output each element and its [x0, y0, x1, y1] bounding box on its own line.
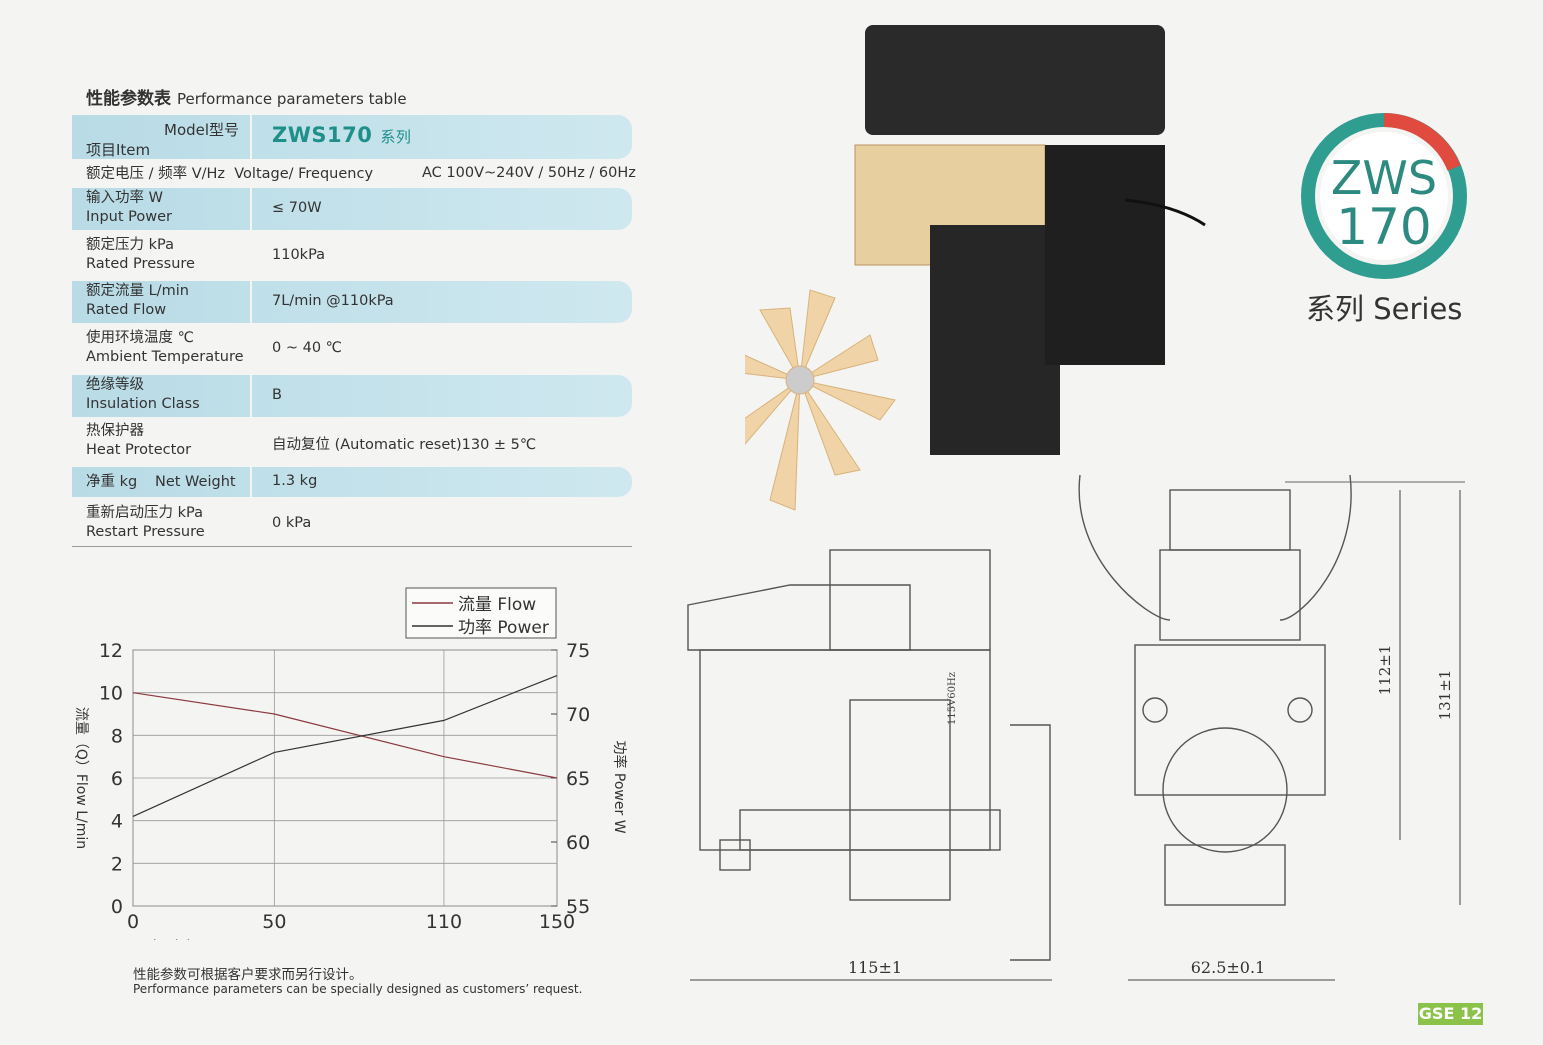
power-series-line: [132, 675, 558, 817]
badge-series-label: 系列 Series: [1306, 292, 1463, 326]
y-tick-label: 4: [111, 811, 123, 833]
right-tick-label: 65: [566, 768, 590, 790]
y-tick-label: 6: [111, 768, 123, 790]
motor-photo: [745, 25, 1206, 511]
x-axis-title: 压力（P）Pressure kPa: [133, 938, 297, 940]
right-tick-label: 75: [566, 640, 590, 662]
badge-line1: ZWS: [1331, 151, 1437, 205]
x-tick-label: 50: [262, 911, 286, 933]
net-weight-row: 净重 kg Net Weight 1.3 kg: [72, 467, 632, 497]
row-label-en: Heat Protector: [86, 442, 192, 458]
row-label-cn: 输入功率 W: [86, 190, 163, 206]
row-label-cn: 使用环境温度 ℃: [86, 330, 194, 346]
restart-pressure-row: 重新启动压力 kPa Restart Pressure 0 kPa: [86, 505, 312, 540]
label-plate-text: 115V60Hz: [947, 672, 958, 725]
zws170-badge: ZWS 170: [1301, 113, 1467, 279]
param-row: 热保护器 Heat Protector 自动复位 (Automatic reset)…: [72, 421, 632, 463]
table-bottom-rule: [72, 546, 632, 547]
flow-series-line: [132, 692, 558, 779]
x-tick-label: 150: [539, 911, 575, 933]
row-value: 7L/min @110kPa: [272, 293, 394, 309]
y-tick-label: 2: [111, 853, 123, 875]
note-en: Performance parameters can be specially …: [133, 982, 583, 996]
right-tick-label: 55: [566, 896, 590, 918]
right-tick-label: 70: [566, 704, 590, 726]
item-label: 项目Item: [86, 141, 151, 159]
side-view-drawing: 115V60Hz 115±1: [687, 549, 1052, 981]
row-label-en: Insulation Class: [86, 396, 200, 412]
param-row: 使用环境温度 ℃ Ambient Temperature 0 ~ 40 ℃: [72, 328, 632, 370]
legend-box: [405, 587, 557, 639]
dimension-62-5: 62.5±0.1: [1191, 958, 1265, 977]
right-axis-title: 功率 Power W: [611, 740, 628, 833]
note-cn: 性能参数可根据客户要求而另行设计。: [133, 967, 363, 983]
dimension-115: 115±1: [848, 958, 902, 977]
right-tick-label: 60: [566, 832, 590, 854]
legend-label: 流量 Flow: [458, 595, 536, 615]
y-tick-label: 12: [99, 640, 123, 662]
row-label-en: Ambient Temperature: [86, 349, 244, 365]
row-label-cn: 热保护器: [86, 423, 144, 439]
row-label-en: Input Power: [86, 209, 172, 225]
param-row: 绝缘等级 Insulation Class B: [72, 375, 632, 417]
model-label: Model型号: [164, 121, 240, 139]
y-tick-label: 0: [111, 896, 123, 918]
row-value: B: [272, 387, 282, 403]
dimension-112: 112±1: [1376, 645, 1394, 696]
x-tick-label: 110: [426, 911, 462, 933]
dimension-131: 131±1: [1436, 670, 1454, 721]
x-tick-label: 0: [127, 911, 139, 933]
page-number: GSE 12: [1418, 1003, 1483, 1025]
y-tick-label: 10: [99, 683, 123, 705]
row-value: 0 ~ 40 ℃: [272, 340, 342, 356]
row-label-en: Rated Flow: [86, 302, 167, 318]
row-label-cn: 额定流量 L/min: [86, 283, 189, 299]
row-label-cn: 绝缘等级: [86, 377, 144, 393]
row-value: 110kPa: [272, 247, 326, 263]
row-value: ≤ 70W: [272, 200, 322, 216]
y-tick-label: 8: [111, 725, 123, 747]
legend-label: 功率 Power: [458, 618, 549, 638]
row-label-en: Rated Pressure: [86, 256, 195, 272]
front-view-drawing: 112±1 131±1 62.5±0.1: [1078, 474, 1465, 981]
param-row: 输入功率 W Input Power ≤ 70W: [72, 188, 632, 230]
badge-line2: 170: [1336, 198, 1431, 256]
row-label-cn: 额定压力 kPa: [86, 237, 174, 253]
row-value: 自动复位 (Automatic reset)130 ± 5℃: [272, 437, 537, 453]
y-axis-title: 流量（Q）Flow L/min: [73, 707, 89, 849]
voltage-row: 额定电压 / 频率 V/Hz Voltage/ Frequency AC 100…: [86, 165, 636, 182]
